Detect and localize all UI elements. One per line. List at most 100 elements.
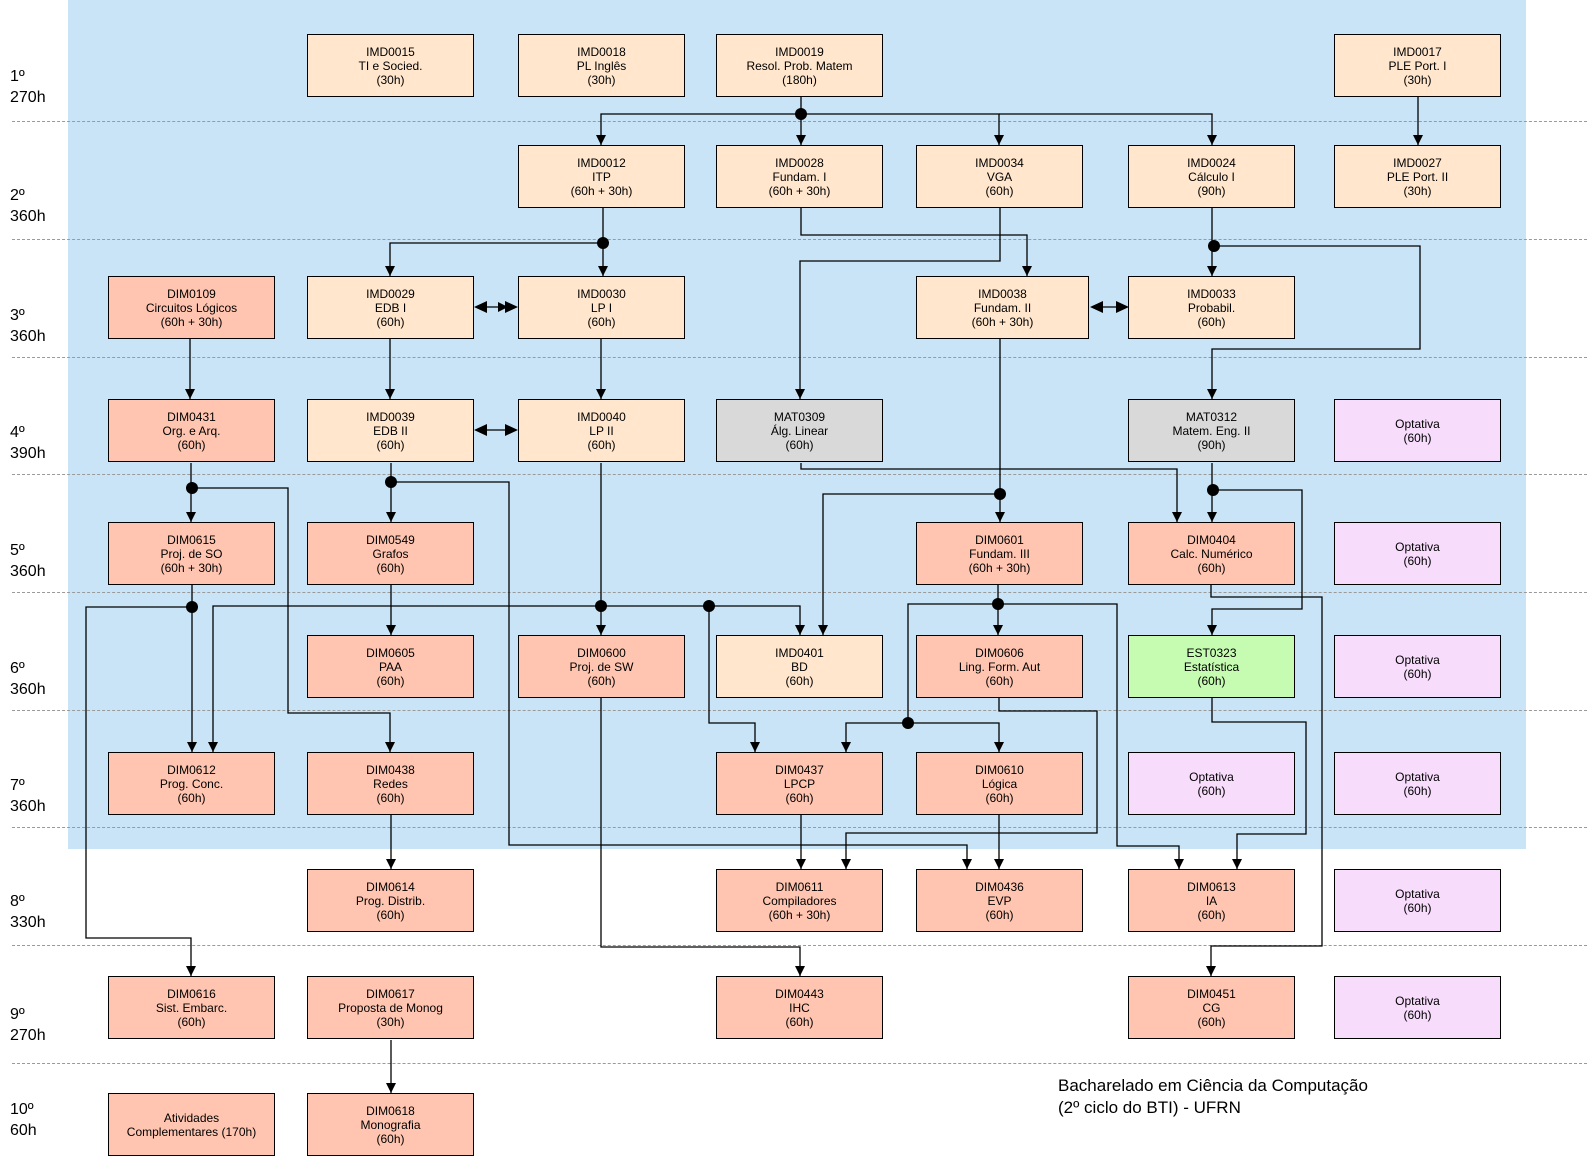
semester-hours: 390h: [10, 445, 46, 462]
course-name: PLE Port. I: [1388, 58, 1447, 73]
coreq-arrowhead: [505, 301, 518, 313]
course-hours: (60h): [985, 790, 1014, 805]
course-hours: (60h): [985, 673, 1014, 688]
edge-imd0019-imd0024: [999, 113, 1217, 145]
course-name: Monografia: [360, 1117, 421, 1132]
course-name: Grafos: [372, 546, 409, 561]
edge-imd0019-imd0034: [801, 113, 1004, 145]
course-code: DIM0612: [167, 762, 216, 777]
course-name: Atividades: [163, 1110, 220, 1125]
course-code: IMD0040: [577, 409, 626, 424]
course-name: BD: [791, 659, 808, 674]
course-hours: (60h + 30h): [768, 907, 831, 922]
edge-dim0601-dim0610: [908, 722, 1004, 752]
junction-dot: [902, 717, 914, 729]
semester-number: 2º: [10, 187, 25, 204]
course-name: Optativa: [1189, 769, 1234, 784]
edge-imd0028-imd0038: [800, 208, 1032, 276]
caption-line-2: (2º ciclo do BTI) - UFRN: [1058, 1098, 1241, 1117]
junction-dot: [186, 482, 198, 494]
course-code: DIM0618: [366, 1103, 415, 1118]
course-code: IMD0030: [577, 286, 626, 301]
course-name: IA: [1205, 893, 1218, 908]
semester-separator: [12, 1063, 1587, 1064]
course-code: DIM0610: [975, 762, 1024, 777]
course-code: IMD0018: [577, 44, 626, 59]
course-code: DIM0600: [577, 645, 626, 660]
course-opt5: Optativa(60h): [1334, 522, 1501, 585]
course-name: Álg. Linear: [770, 423, 829, 438]
course-name: Probabil.: [1187, 300, 1236, 315]
junction-dot: [1208, 240, 1220, 252]
course-name: ITP: [592, 169, 611, 184]
course-name: LPCP: [783, 776, 816, 791]
course-name: IHC: [789, 1000, 810, 1015]
course-code: IMD0401: [775, 645, 824, 660]
course-code: DIM0436: [975, 879, 1024, 894]
course-hours: (60h): [1197, 783, 1226, 798]
course-name: Compiladores: [762, 893, 837, 908]
course-hours: (60h): [1197, 1014, 1226, 1029]
edge-mat0312-est0323: [1207, 489, 1303, 635]
course-name: PLE Port. II: [1386, 169, 1449, 184]
semester-hours: 360h: [10, 208, 46, 225]
course-hours: (30h): [1403, 183, 1432, 198]
course-hours: (60h + 30h): [768, 183, 831, 198]
course-name: Fundam. III: [969, 546, 1030, 561]
junction-dot: [994, 488, 1006, 500]
course-opt9: Optativa(60h): [1334, 976, 1501, 1039]
course-name: Proj. de SO: [160, 546, 223, 561]
course-code: IMD0038: [978, 286, 1027, 301]
course-hours: (60h): [985, 183, 1014, 198]
course-code: DIM0431: [167, 409, 216, 424]
course-hours: (60h): [985, 907, 1014, 922]
course-hours: (60h): [177, 437, 206, 452]
course-code: IMD0012: [577, 155, 626, 170]
edge-dim0606-dim0611: [841, 698, 1098, 869]
junction-dot: [186, 601, 198, 613]
caption-line-1: Bacharelado em Ciência da Computação: [1058, 1076, 1368, 1095]
course-code: IMD0017: [1393, 44, 1442, 59]
course-code: DIM0611: [775, 879, 824, 894]
course-name: Resol. Prob. Matem: [746, 58, 853, 73]
edge-imd0038-imd0401: [818, 493, 1000, 635]
course-code: MAT0312: [1185, 409, 1238, 424]
semester-separator: [12, 121, 1587, 122]
course-hours: (30h): [1403, 72, 1432, 87]
semester-hours: 360h: [10, 328, 46, 345]
course-hours: (90h): [1197, 437, 1226, 452]
course-name: Proposta de Monog: [338, 1000, 443, 1015]
edge-est0323-dim0613: [1211, 698, 1307, 869]
course-hours: (60h): [177, 790, 206, 805]
course-name: Org. e Arq.: [162, 423, 221, 438]
course-hours: (60h): [376, 790, 405, 805]
course-hours: (60h): [1403, 553, 1432, 568]
semester-number: 8º: [10, 893, 25, 910]
coreq-arrowhead: [474, 424, 487, 436]
course-code: DIM0549: [366, 532, 415, 547]
edge-dim0615-dim0616: [85, 606, 196, 976]
